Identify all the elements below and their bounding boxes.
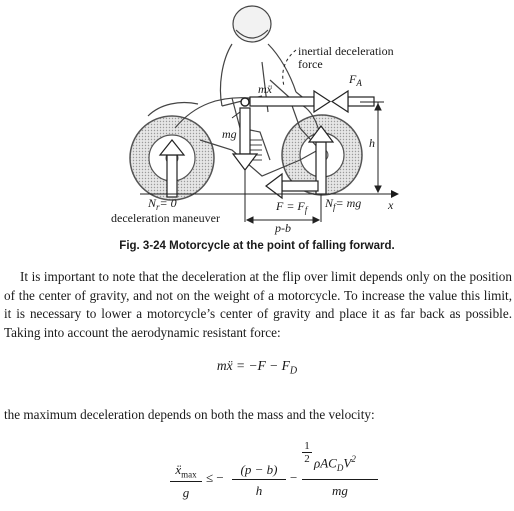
- eq2-minus: −: [290, 470, 298, 485]
- f-sub: f: [305, 205, 309, 215]
- nr-sub: r: [156, 202, 160, 212]
- eq2-lhs-x: ẍ: [175, 462, 182, 477]
- motorcycle-body: [147, 61, 323, 177]
- inertial-leader: [282, 49, 297, 87]
- eq2-rhs-num: 1 2 ρACDV2: [302, 440, 378, 480]
- equation-motion: mẍ = −F − FD: [0, 358, 514, 377]
- eq2-rhs-expr: ρACDV2: [314, 454, 356, 473]
- eq2-lhs: ẍmax g: [170, 462, 202, 501]
- equation-motion-main: mẍ = −F − F: [216, 358, 290, 373]
- nf-sub: f: [333, 202, 337, 212]
- eq2-rhs: 1 2 ρACDV2 mg: [302, 440, 378, 499]
- eq2-coef: 1 2: [302, 440, 312, 465]
- eq2-lhs-den: g: [182, 484, 190, 500]
- friction-arrow: [265, 172, 319, 200]
- nf-main: N: [324, 196, 334, 210]
- motorcycle-figure: inertial deceleration force FA mẍ mg h N…: [0, 0, 514, 236]
- label-maneuver: deceleration maneuver: [111, 211, 220, 225]
- rear-normal-arrow: [158, 139, 186, 198]
- eq2-mid: (p − b) h: [232, 462, 286, 499]
- label-mxdd: mẍ: [258, 82, 273, 96]
- label-f: F = Ff: [275, 199, 309, 215]
- inertial-force-arrow: [249, 89, 332, 114]
- mg-arrow: [231, 107, 259, 171]
- body-paragraph: It is important to note that the deceler…: [4, 269, 512, 340]
- label-inertial-2: force: [298, 57, 323, 71]
- motorcycle-diagram: inertial deceleration force FA mẍ mg h N…: [111, 5, 399, 235]
- label-inertial-1: inertial deceleration: [298, 44, 394, 58]
- eq2-rel: ≤ −: [206, 470, 224, 485]
- body-sentence: the maximum deceleration depends on both…: [4, 407, 375, 422]
- label-nr: Nr= 0: [147, 196, 177, 212]
- nf-val: = mg: [336, 196, 362, 210]
- equation-max-deceleration: ẍmax g ≤ − (p − b) h − 1 2 ρACDV2 mg: [170, 440, 390, 510]
- eq2-cd-sub: D: [336, 462, 344, 473]
- eq2-rhs-den: mg: [332, 483, 348, 498]
- mg-leader: [231, 111, 241, 119]
- eq2-mid-den: h: [255, 483, 263, 498]
- pb-dimension: [244, 170, 322, 224]
- nr-val: = 0: [160, 196, 177, 210]
- label-mg: mg: [222, 127, 237, 141]
- eq2-lhs-num: ẍmax: [170, 462, 202, 482]
- h-dimension: [360, 101, 384, 194]
- center-of-gravity-marker: [240, 97, 250, 107]
- nr-main: N: [147, 196, 157, 210]
- f-main: F = F: [275, 199, 305, 213]
- eq2-v-sup: 2: [351, 454, 356, 464]
- eq2-coef-den: 2: [304, 453, 310, 465]
- eq2-v: V: [343, 455, 352, 471]
- fa-sub: A: [355, 78, 362, 88]
- eq2-mid-num: (p − b): [232, 462, 286, 480]
- fa-main: F: [348, 72, 357, 86]
- engine: [248, 139, 262, 161]
- equation-motion-sub: D: [289, 365, 298, 377]
- label-nf: Nf= mg: [324, 196, 361, 212]
- eq2-coef-num: 1: [302, 440, 312, 453]
- label-x: x: [387, 198, 394, 212]
- label-pb: p-b: [274, 221, 291, 235]
- label-fa: FA: [348, 72, 362, 88]
- figure-caption: Fig. 3-24 Motorcycle at the point of fal…: [119, 240, 395, 252]
- eq2-rho: ρAC: [314, 455, 337, 471]
- label-h: h: [369, 136, 375, 150]
- eq2-lhs-sub: max: [181, 469, 197, 480]
